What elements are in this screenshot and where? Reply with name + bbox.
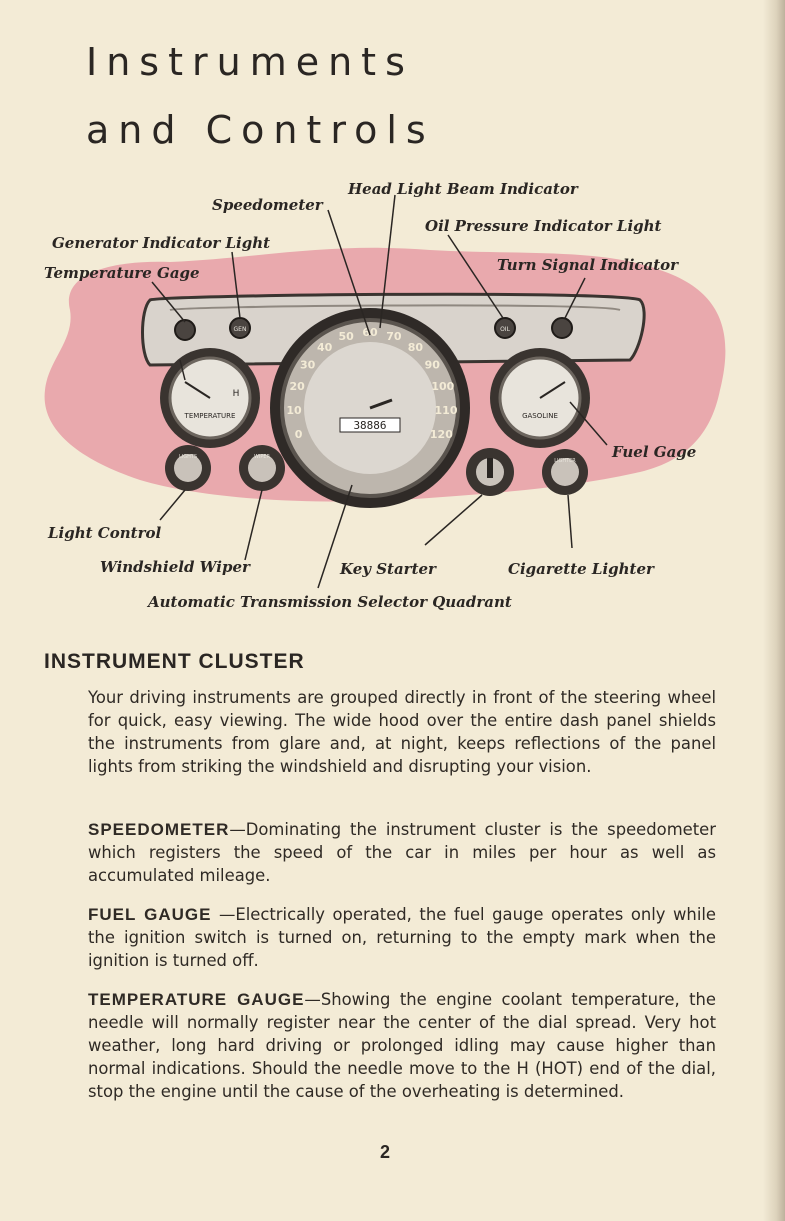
- svg-text:OIL: OIL: [500, 326, 510, 333]
- section-heading: INSTRUMENT CLUSTER: [44, 650, 305, 673]
- temperature-indicator-light: [174, 319, 196, 341]
- wiper-knob: WIPER: [239, 445, 285, 491]
- temperature-gauge: TEMPERATURE H: [160, 348, 260, 448]
- temperature-gauge-paragraph: TEMPERATURE GAUGE—Showing the engine coo…: [88, 988, 716, 1103]
- speed-mark: 10: [286, 404, 302, 417]
- speed-mark: 20: [290, 380, 306, 393]
- callout-head-light-beam-indicator: Head Light Beam Indicator: [347, 180, 579, 198]
- light-control-knob: LIGHTS: [165, 445, 211, 491]
- svg-text:LIGHTER: LIGHTER: [554, 458, 576, 464]
- speed-mark: 120: [430, 428, 453, 441]
- speed-mark: 60: [362, 326, 378, 339]
- speed-mark: 110: [435, 404, 458, 417]
- speed-mark: 40: [317, 341, 333, 354]
- speedometer-term: SPEEDOMETER: [88, 820, 230, 839]
- svg-text:GEN: GEN: [234, 326, 247, 333]
- turn-signal-indicator-light: [551, 317, 573, 339]
- oil-pressure-indicator-light: OIL: [494, 317, 516, 339]
- temperature-dial-label: TEMPERATURE: [184, 412, 236, 420]
- fuel-gauge-text: —Electrically operated, the fuel gauge o…: [88, 905, 717, 970]
- svg-text:WIPER: WIPER: [254, 454, 271, 460]
- odometer: [339, 417, 401, 433]
- speed-mark: 80: [408, 341, 424, 354]
- title-line-2: and Controls: [86, 108, 435, 152]
- speed-mark: 90: [425, 358, 441, 371]
- gasoline-dial-label: GASOLINE: [522, 412, 558, 420]
- cigarette-lighter-knob: LIGHTER: [542, 449, 588, 495]
- callout-fuel-gage: Fuel Gage: [611, 443, 696, 461]
- temperature-gauge-term: TEMPERATURE GAUGE: [88, 990, 305, 1009]
- generator-indicator-light: GEN: [229, 317, 251, 339]
- intro-paragraph: Your driving instruments are grouped dir…: [88, 688, 716, 776]
- speed-mark: 70: [386, 330, 402, 343]
- callout-temperature-gage: Temperature Gage: [44, 264, 200, 282]
- leader-lines: [151, 194, 608, 589]
- key-starter-knob: [466, 448, 514, 496]
- title-line-1: Instruments: [86, 40, 414, 84]
- page-number: 2: [380, 1142, 391, 1162]
- callout-transmission-selector: Automatic Transmission Selector Quadrant: [146, 593, 512, 611]
- callout-key-starter: Key Starter: [339, 560, 437, 578]
- speed-mark: 30: [300, 358, 316, 371]
- odometer-digits: 38886: [353, 419, 386, 432]
- temperature-gauge-text: —Showing the engine coolant temperature,…: [88, 990, 716, 1101]
- callout-cigarette-lighter: Cigarette Lighter: [508, 560, 655, 578]
- fuel-gauge: GASOLINE: [490, 348, 590, 448]
- callout-speedometer: Speedometer: [212, 196, 324, 214]
- fuel-gauge-term: FUEL GAUGE: [88, 905, 212, 924]
- callout-windshield-wiper: Windshield Wiper: [100, 558, 251, 576]
- callout-generator-indicator-light: Generator Indicator Light: [52, 234, 270, 252]
- callout-turn-signal-indicator: Turn Signal Indicator: [497, 256, 679, 274]
- speed-mark: 100: [431, 380, 454, 393]
- speed-mark: 50: [338, 330, 354, 343]
- fuel-gauge-paragraph: FUEL GAUGE —Electrically operated, the f…: [88, 903, 716, 972]
- callout-light-control: Light Control: [47, 524, 161, 542]
- temperature-h-mark: H: [233, 389, 240, 399]
- speedometer-paragraph: SPEEDOMETER—Dominating the instrument cl…: [88, 818, 716, 887]
- svg-text:LIGHTS: LIGHTS: [179, 454, 197, 460]
- callout-oil-pressure-indicator-light: Oil Pressure Indicator Light: [425, 217, 662, 235]
- page-edge-shadow: [763, 0, 785, 1221]
- speed-mark: 0: [295, 428, 303, 441]
- speedometer-text: —Dominating the instrument cluster is th…: [88, 820, 716, 885]
